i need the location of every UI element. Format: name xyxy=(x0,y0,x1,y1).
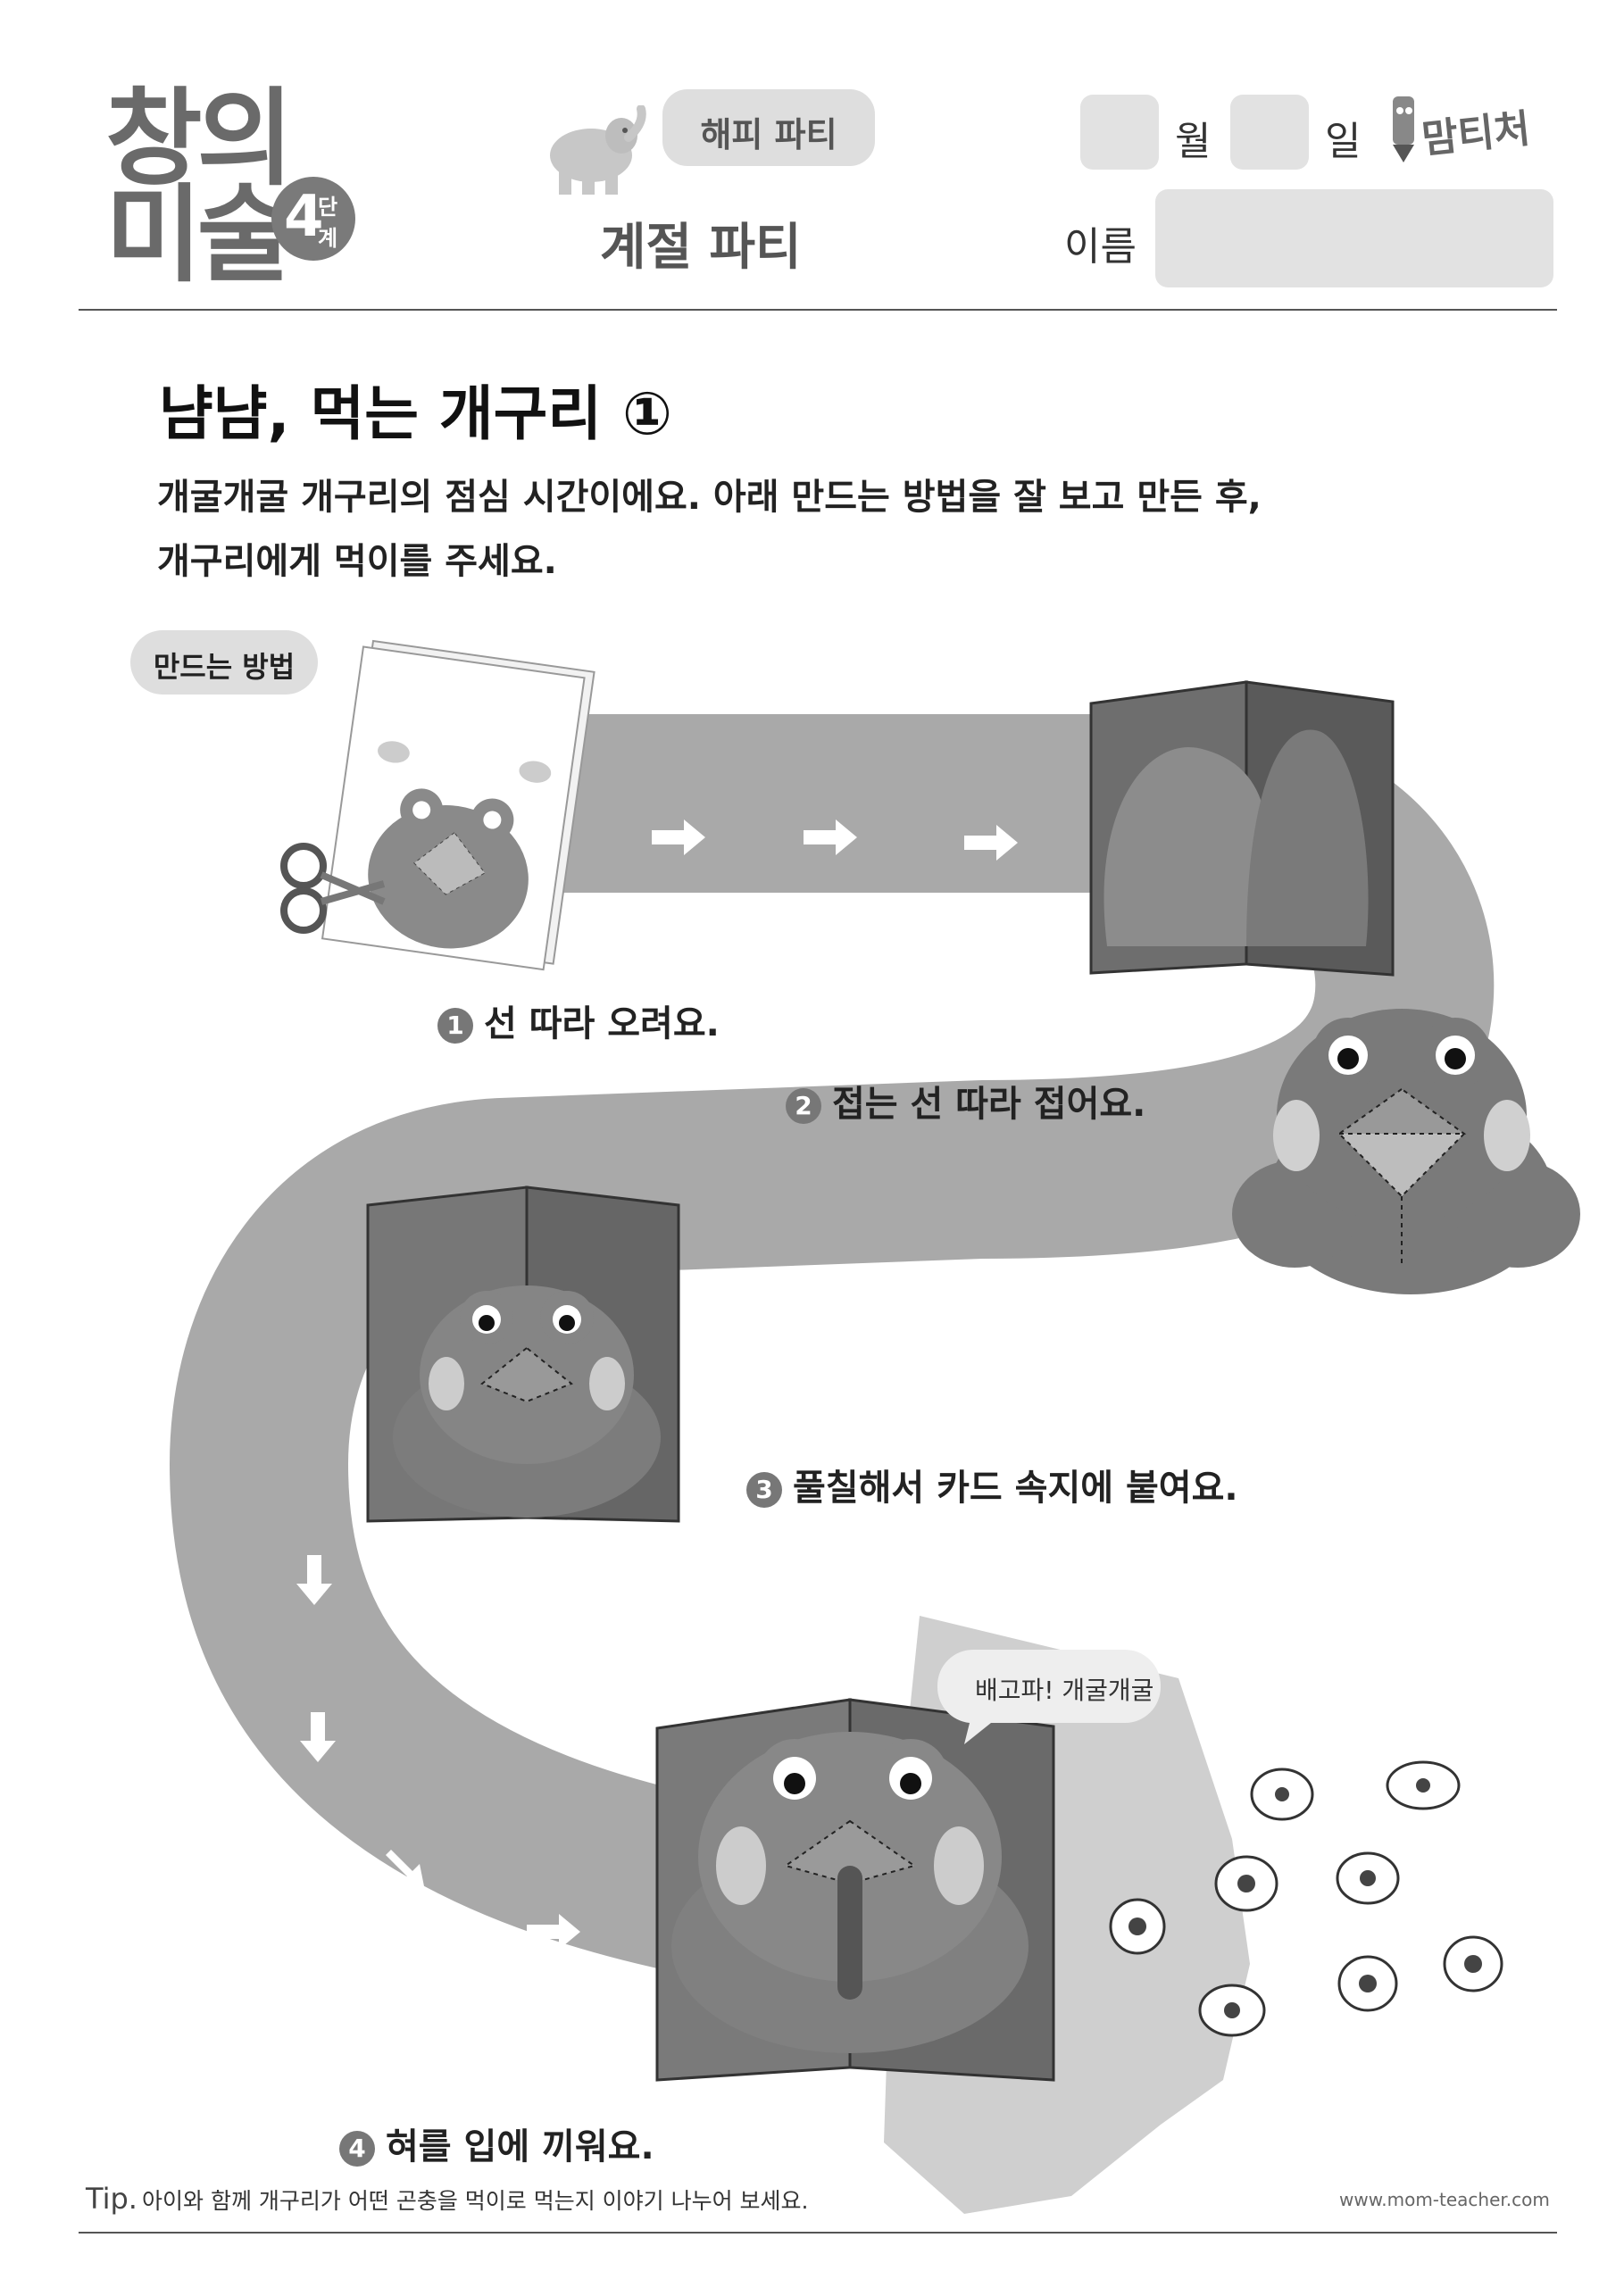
final-card-image xyxy=(655,1698,1055,2082)
step-3-text: 풀칠해서 카드 속지에 붙여요. xyxy=(793,1468,1238,1509)
worksheet-sheet-image xyxy=(321,639,595,971)
theme-tag-label: 해피 파티 xyxy=(700,115,837,154)
tip: Tip. 아이와 함께 개구리가 어떤 곤충을 먹이로 먹는지 이야기 나누어 … xyxy=(86,2182,809,2216)
scissors-icon xyxy=(280,843,386,934)
method-label: 만드는 방법 xyxy=(153,650,296,684)
method-label-pill: 만드는 방법 xyxy=(130,630,318,695)
step-4: 4 혀를 입에 끼워요. xyxy=(339,2117,654,2169)
arrow-down-icon xyxy=(300,1712,336,1762)
month-label: 월 xyxy=(1175,119,1212,164)
tip-text: 아이와 함께 개구리가 어떤 곤충을 먹이로 먹는지 이야기 나누어 보세요. xyxy=(142,2188,809,2214)
theme-tag: 해피 파티 xyxy=(662,89,875,166)
intro-line-1: 개굴개굴 개구리의 점심 시간이에요. 아래 만드는 방법을 잘 보고 만든 후… xyxy=(157,477,1262,518)
step-2-number: 2 xyxy=(786,1088,821,1124)
arrow-left-icon xyxy=(1098,1264,1152,1300)
day-input[interactable] xyxy=(1230,95,1309,170)
arrow-down-icon xyxy=(296,1555,332,1605)
footer-divider xyxy=(79,2232,1557,2234)
logo-line-2: 미술 xyxy=(105,173,294,296)
logo-line-1: 창의 xyxy=(105,77,294,200)
step-3-number: 3 xyxy=(746,1472,782,1508)
arrow-right-icon xyxy=(804,819,857,855)
step-1-number: 1 xyxy=(437,1008,473,1044)
name-input[interactable] xyxy=(1155,189,1553,287)
intro-line-2: 개구리에게 먹이를 주세요. xyxy=(157,541,557,582)
level-badge: 4 단계 xyxy=(271,177,355,261)
page-subtitle: 계절 파티 xyxy=(600,219,802,277)
footer-url: www.mom-teacher.com xyxy=(1339,2189,1550,2210)
step-2: 2 접는 선 따라 접어요. xyxy=(786,1075,1145,1127)
frog-cutout-image xyxy=(1232,1009,1580,1294)
arrow-right-icon xyxy=(964,825,1018,861)
month-input[interactable] xyxy=(1080,95,1159,170)
step-3: 3 풀칠해서 카드 속지에 붙여요. xyxy=(746,1459,1238,1510)
arrow-left-icon xyxy=(768,1285,821,1321)
elephant-icon xyxy=(550,105,646,195)
arrow-right-icon xyxy=(652,819,705,855)
speech-bubble-shape xyxy=(937,1650,1161,1744)
page-title: 냠냠, 먹는 개구리 ① xyxy=(159,379,672,448)
pencil-mascot-icon xyxy=(1393,96,1414,162)
step-4-text: 혀를 입에 끼워요. xyxy=(386,2126,654,2167)
folded-card-image xyxy=(1089,680,1395,977)
name-label: 이름 xyxy=(1064,224,1137,270)
arrows-row-1 xyxy=(652,819,1018,861)
arrow-right-icon xyxy=(527,1914,580,1950)
level-text: 단계 xyxy=(318,195,338,251)
tip-label: Tip. xyxy=(86,2182,137,2216)
step-2-text: 접는 선 따라 접어요. xyxy=(832,1084,1146,1125)
arrows-curve xyxy=(296,1555,580,1950)
day-label: 일 xyxy=(1325,119,1362,164)
step-1-text: 선 따라 오려요. xyxy=(484,1003,720,1044)
header-divider xyxy=(79,309,1557,311)
arrow-down-right-icon xyxy=(386,1850,425,1891)
arrows-row-2 xyxy=(768,1264,1152,1321)
road-path xyxy=(170,714,1495,1981)
speech-bubble-text: 배고파! 개굴개굴 xyxy=(975,1676,1154,1705)
step-1: 1 선 따라 오려요. xyxy=(437,994,720,1046)
card-with-frog-image xyxy=(366,1185,680,1523)
level-number: 4 xyxy=(284,184,324,250)
step-4-number: 4 xyxy=(339,2131,375,2167)
arrow-left-icon xyxy=(937,1275,991,1310)
